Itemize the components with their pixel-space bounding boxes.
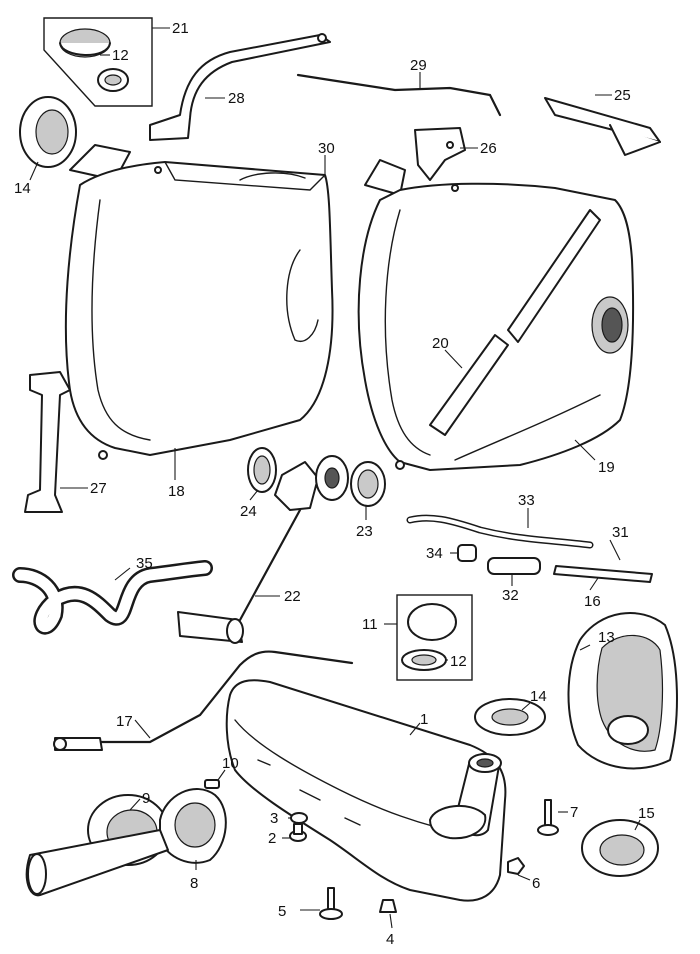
grommet-top [19, 96, 77, 168]
callout-25: 25 [614, 87, 631, 104]
callout-16: 16 [584, 593, 601, 610]
callout-24: 24 [240, 503, 257, 520]
callout-12-box: 12 [450, 653, 467, 670]
right-fuel-tank [357, 159, 635, 471]
callout-23: 23 [356, 523, 373, 540]
callout-1: 1 [420, 711, 428, 728]
callout-7: 7 [570, 804, 578, 821]
bracket-26 [414, 127, 466, 181]
callout-4: 4 [386, 931, 394, 948]
leader-lines [29, 27, 641, 929]
callout-11: 11 [362, 616, 378, 633]
bracket-27 [24, 371, 71, 513]
callout-28: 28 [228, 90, 245, 107]
clip-34 [457, 544, 477, 562]
callout-17: 17 [116, 713, 133, 730]
nut-4 [379, 899, 397, 913]
grommet-bottom [474, 698, 546, 736]
callout-19: 19 [598, 459, 615, 476]
ring-15 [581, 819, 659, 877]
callout-26: 26 [480, 140, 497, 157]
callout-32: 32 [502, 587, 519, 604]
sender-unit-8 [25, 788, 227, 897]
washer-3 [290, 812, 308, 824]
callout-33: 33 [518, 492, 535, 509]
callout-labels: 21 12 28 29 25 14 30 26 18 20 19 27 24 2… [14, 20, 655, 948]
callout-3: 3 [270, 810, 278, 827]
hose-35 [12, 560, 213, 635]
callout-31: 31 [612, 524, 629, 541]
callout-12-top: 12 [112, 47, 129, 64]
strap-bracket [149, 33, 331, 141]
connector-32 [487, 557, 541, 575]
callout-35: 35 [136, 555, 153, 572]
callout-30: 30 [318, 140, 335, 157]
boot-13 [567, 612, 678, 770]
bottom-tank-1 [225, 679, 507, 902]
callout-27: 27 [90, 480, 107, 497]
callout-29: 29 [410, 57, 427, 74]
callout-2: 2 [268, 830, 276, 847]
callout-14-top: 14 [14, 180, 31, 197]
callout-18: 18 [168, 483, 185, 500]
ring-24 [247, 447, 277, 493]
left-fuel-tank [64, 144, 334, 460]
screw-7 [537, 799, 559, 836]
callout-21: 21 [172, 20, 189, 37]
callout-13: 13 [598, 629, 615, 646]
callout-22: 22 [284, 588, 301, 605]
clamp-23 [350, 461, 386, 507]
callout-34: 34 [426, 545, 443, 562]
callout-10: 10 [222, 755, 239, 772]
cap-seal-box [43, 17, 153, 107]
pipe-16 [553, 565, 653, 583]
callout-15: 15 [638, 805, 655, 822]
screw-5 [319, 887, 343, 920]
rod-29 [296, 73, 502, 117]
callout-20: 20 [432, 335, 449, 352]
nut-6 [507, 857, 525, 875]
callout-5: 5 [278, 903, 286, 920]
seal-box [396, 594, 473, 681]
screw-10 [204, 779, 220, 789]
bracket-25 [544, 97, 661, 156]
callout-8: 8 [190, 875, 198, 892]
callout-14-bottom: 14 [530, 688, 547, 705]
bolt-2 [289, 823, 307, 842]
callout-6: 6 [532, 875, 540, 892]
callout-9: 9 [142, 790, 150, 807]
rod-17 [53, 650, 354, 751]
fuel-sender-22 [177, 455, 349, 644]
